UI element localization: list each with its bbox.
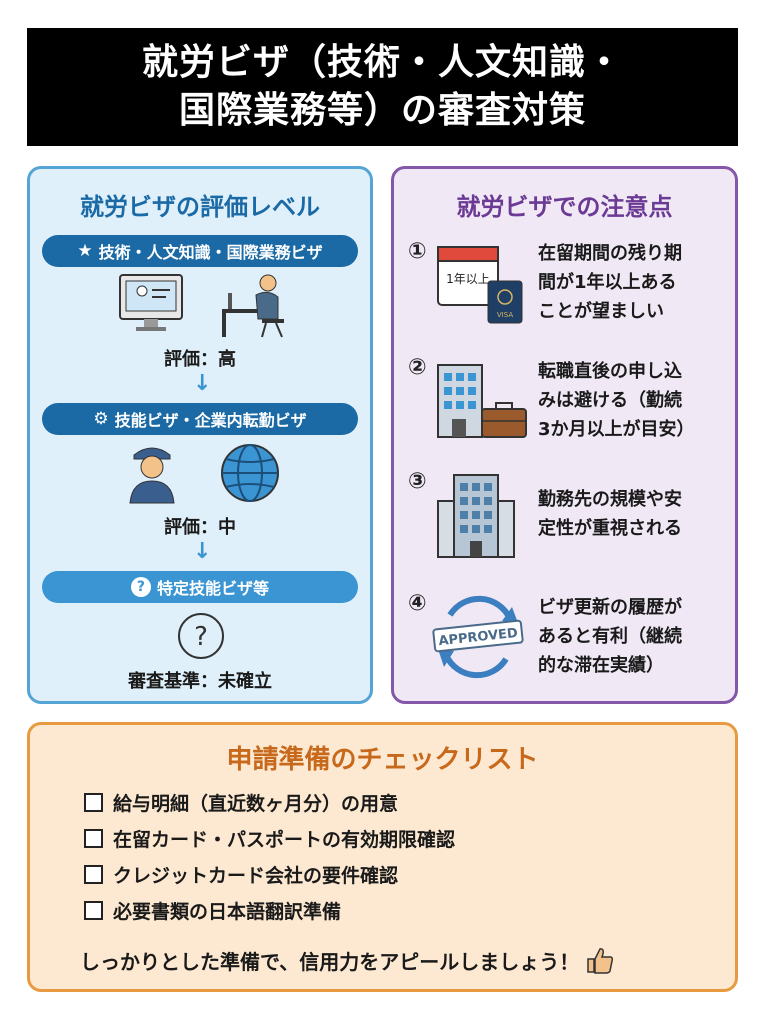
checklist-heading: 申請準備のチェックリスト [226, 745, 539, 775]
level-label: 技能ビザ・企業内転勤ビザ [114, 411, 307, 430]
checklist-item[interactable]: クレジットカード会社の要件確認 [84, 861, 398, 888]
rating-high: 評価：高 [164, 349, 236, 370]
title-line-2: 国際業務等）の審査対策 [178, 90, 586, 131]
gear-icon: ⚙ [93, 409, 109, 429]
rating-medium: 評価：中 [164, 517, 236, 538]
approved-renew-icon: APPROVED [432, 595, 524, 679]
svg-text:?: ? [194, 622, 208, 652]
office-building-icon [437, 474, 515, 558]
building-briefcase-icon [437, 364, 527, 438]
svg-text:VISA: VISA [497, 311, 513, 319]
level-pill-medium: ⚙ 技能ビザ・企業内転勤ビザ [42, 403, 358, 435]
checkbox[interactable] [84, 901, 103, 920]
checklist-panel: 申請準備のチェックリスト 給与明細（直近数ヶ月分）の用意 在留カード・パスポート… [27, 722, 738, 992]
thumbs-up-icon [587, 948, 614, 974]
footer-message: しっかりとした準備で、信用力をアピールしましょう！ [80, 945, 615, 975]
down-arrow-icon: ↓ [193, 539, 212, 564]
point-text-3: 勤務先の規模や安 定性が重視される [538, 489, 682, 539]
level-pill-high: ★ 技術・人文知識・国際業務ビザ [42, 235, 358, 267]
point-number: ④ [408, 591, 427, 616]
checkbox[interactable] [84, 829, 103, 848]
checklist-item[interactable]: 給与明細（直近数ヶ月分）の用意 [84, 789, 398, 816]
svg-text:1年以上: 1年以上 [446, 272, 490, 286]
level-pill-undetermined: ? 特定技能ビザ等 [42, 571, 358, 603]
title-line-1: 就労ビザ（技術・人文知識・ [141, 42, 623, 83]
down-arrow-icon: ↓ [193, 371, 212, 396]
point-text-1: 在留期間の残り期 間が1年以上ある ことが望ましい [538, 243, 682, 322]
question-icon: ? [130, 577, 151, 597]
point-number: ③ [408, 469, 427, 494]
cautions-panel: 就労ビザでの注意点 ① 1年以上 VISA 在留期間の残り期 間が1年以上ある … [391, 166, 738, 704]
star-icon: ★ [77, 241, 93, 261]
page-title: 就労ビザ（技術・人文知識・ 国際業務等）の審査対策 [27, 28, 738, 146]
point-number: ② [408, 355, 427, 380]
checkbox[interactable] [84, 793, 103, 812]
rating-undetermined: 審査基準：未確立 [128, 671, 272, 692]
calendar-passport-icon: 1年以上 VISA [437, 246, 523, 324]
computer-worker-icon [119, 274, 284, 338]
evaluation-heading: 就労ビザの評価レベル [80, 193, 320, 221]
cautions-heading: 就労ビザでの注意点 [456, 193, 673, 221]
worker-globe-icon [129, 444, 279, 504]
point-text-2: 転職直後の申し込 みは避ける（勤続 3か月以上が目安） [538, 361, 695, 440]
point-number: ① [408, 239, 427, 264]
question-circle-icon: ? [178, 613, 224, 659]
evaluation-panel: 就労ビザの評価レベル ★ 技術・人文知識・国際業務ビザ 評価：高 ↓ ⚙ 技能ビ… [27, 166, 373, 704]
checkbox[interactable] [84, 865, 103, 884]
point-text-4: ビザ更新の履歴が あると有利（継続 的な滞在実績） [538, 597, 682, 676]
checklist-item[interactable]: 在留カード・パスポートの有効期限確認 [84, 825, 455, 852]
level-label: 技術・人文知識・国際業務ビザ [98, 243, 323, 262]
level-label: 特定技能ビザ等 [156, 579, 269, 598]
checklist-item[interactable]: 必要書類の日本語翻訳準備 [84, 897, 341, 924]
